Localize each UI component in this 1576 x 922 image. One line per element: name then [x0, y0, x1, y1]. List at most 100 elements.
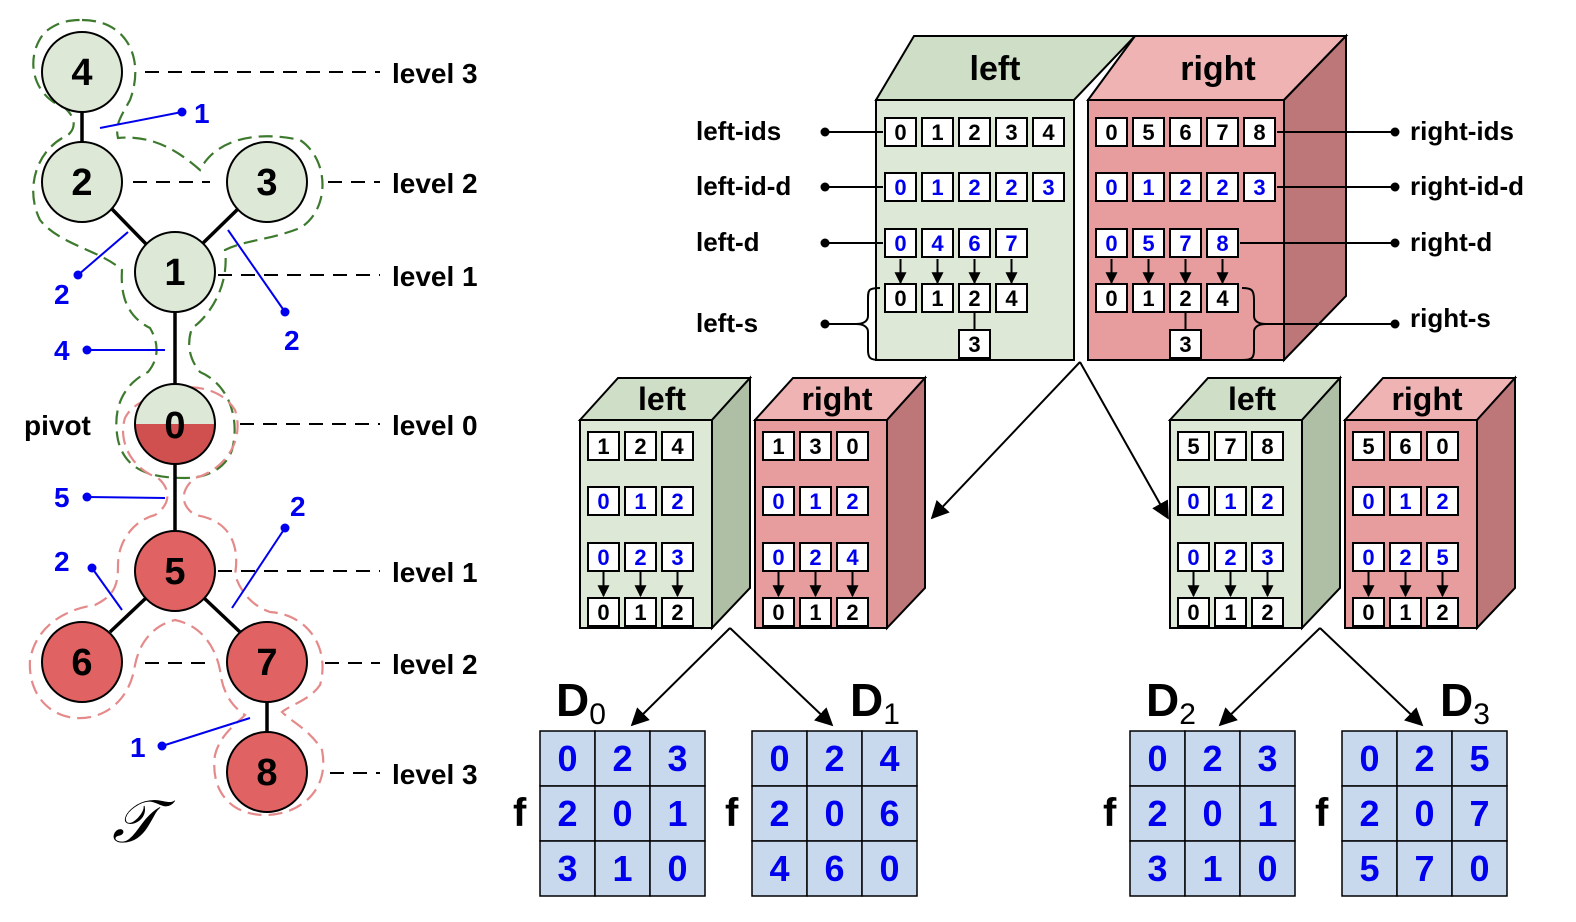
matrix-cell: 7 [1451, 785, 1508, 842]
svg-text:1: 1 [164, 252, 185, 294]
cell-right-id-d: 2 [1169, 172, 1202, 202]
split-arrows [630, 361, 1424, 727]
svg-text:6: 6 [968, 231, 980, 256]
svg-text:2: 2 [1261, 489, 1273, 514]
svg-text:5: 5 [1469, 738, 1489, 779]
svg-text:5: 5 [1436, 545, 1448, 570]
svg-text:2: 2 [612, 738, 632, 779]
cell-left-id-d: 3 [1032, 172, 1065, 202]
matrix-cell: 1 [1184, 840, 1241, 897]
level-label: level 2 [392, 649, 478, 680]
svg-text:0: 0 [1105, 175, 1117, 200]
svg-text:6: 6 [879, 793, 899, 834]
svg-text:3: 3 [557, 848, 577, 889]
sub-cell: 6 [1389, 431, 1422, 461]
level-label: level 0 [392, 410, 478, 441]
sub-cell: 2 [661, 597, 694, 627]
svg-text:2: 2 [809, 545, 821, 570]
tree-panel: level 3 level 2 level 1 level 0 level 1 … [24, 18, 478, 855]
svg-text:3: 3 [1005, 120, 1017, 145]
cell-right-s: 1 [1132, 283, 1165, 313]
sub-cell: 1 [1389, 486, 1422, 516]
sub-right-title: right [1391, 381, 1462, 417]
svg-text:1: 1 [772, 434, 784, 459]
svg-text:0: 0 [597, 545, 609, 570]
svg-text:0: 0 [1436, 434, 1448, 459]
svg-text:2: 2 [1147, 793, 1167, 834]
edge-distance: 2 [54, 279, 70, 310]
cell-left-s: 0 [884, 283, 917, 313]
svg-text:4: 4 [671, 434, 684, 459]
left-d-label: left-d [696, 227, 760, 257]
edge-distance: 2 [290, 491, 306, 522]
sub-cell: 0 [587, 486, 620, 516]
edge-distance: 5 [54, 482, 70, 513]
svg-text:5: 5 [1142, 231, 1154, 256]
sub-cell: 2 [1389, 542, 1422, 572]
cell-right-s: 0 [1095, 283, 1128, 313]
matrix-title: D3 [1440, 674, 1490, 731]
cell-right-ids: 5 [1132, 117, 1165, 147]
tree-node: 5 [134, 530, 216, 612]
cell-left-s-extra: 3 [958, 329, 991, 359]
cell-right-d: 7 [1169, 228, 1202, 258]
cell-right-id-d: 3 [1243, 172, 1276, 202]
matrix-cell: 1 [1239, 785, 1296, 842]
cell-right-d: 5 [1132, 228, 1165, 258]
sub-cell: 2 [624, 542, 657, 572]
sub-cell: 3 [1251, 542, 1284, 572]
sub-cell: 2 [1251, 486, 1284, 516]
svg-text:0: 0 [894, 120, 906, 145]
svg-text:2: 2 [1202, 738, 1222, 779]
matrix-cell: 0 [1451, 840, 1508, 897]
tree-node: 8 [226, 731, 308, 813]
svg-text:4: 4 [769, 848, 789, 889]
svg-text:7: 7 [1469, 793, 1489, 834]
sub-cell: 5 [1352, 431, 1385, 461]
svg-text:2: 2 [968, 120, 980, 145]
svg-text:0: 0 [1187, 545, 1199, 570]
right-ids-label: right-ids [1410, 116, 1514, 146]
svg-text:1: 1 [667, 793, 687, 834]
level-label: level 2 [392, 168, 478, 199]
cell-right-d: 0 [1095, 228, 1128, 258]
sub-cell: 2 [1426, 486, 1459, 516]
svg-text:1: 1 [1224, 600, 1236, 625]
cell-right-ids: 8 [1243, 117, 1276, 147]
matrix-cell: 2 [1396, 730, 1453, 787]
svg-text:0: 0 [894, 175, 906, 200]
matrix-cell: 3 [649, 730, 706, 787]
sub-cell: 2 [1251, 597, 1284, 627]
svg-text:1: 1 [1257, 793, 1277, 834]
matrix-cell: 0 [1239, 840, 1296, 897]
matrix-row-label: f [513, 791, 527, 835]
cell-left-ids: 3 [995, 117, 1028, 147]
matrix-cell: 2 [1341, 785, 1398, 842]
cell-left-d: 4 [921, 228, 954, 258]
sub-cell: 0 [1177, 486, 1210, 516]
svg-text:1: 1 [1202, 848, 1222, 889]
svg-text:6: 6 [1399, 434, 1411, 459]
sub-cell: 0 [1426, 431, 1459, 461]
svg-text:6: 6 [824, 848, 844, 889]
level-label: level 3 [392, 759, 478, 790]
svg-text:2: 2 [1436, 600, 1448, 625]
sub-cell: 3 [799, 431, 832, 461]
cell-left-id-d: 2 [995, 172, 1028, 202]
svg-text:0: 0 [772, 545, 784, 570]
matrix-cell: 0 [1184, 785, 1241, 842]
tree-symbol: 𝒯 [112, 788, 176, 855]
svg-text:0: 0 [667, 848, 687, 889]
cell-left-ids: 4 [1032, 117, 1065, 147]
svg-text:2: 2 [557, 793, 577, 834]
matrix-cell: 3 [1239, 730, 1296, 787]
svg-text:2: 2 [846, 489, 858, 514]
cell-left-ids: 1 [921, 117, 954, 147]
svg-text:0: 0 [557, 738, 577, 779]
svg-text:0: 0 [597, 600, 609, 625]
right-d-label: right-d [1410, 227, 1492, 257]
svg-text:6: 6 [1179, 120, 1191, 145]
tree-node-pivot: 0 [134, 383, 216, 465]
sub-cell: 0 [1352, 597, 1385, 627]
